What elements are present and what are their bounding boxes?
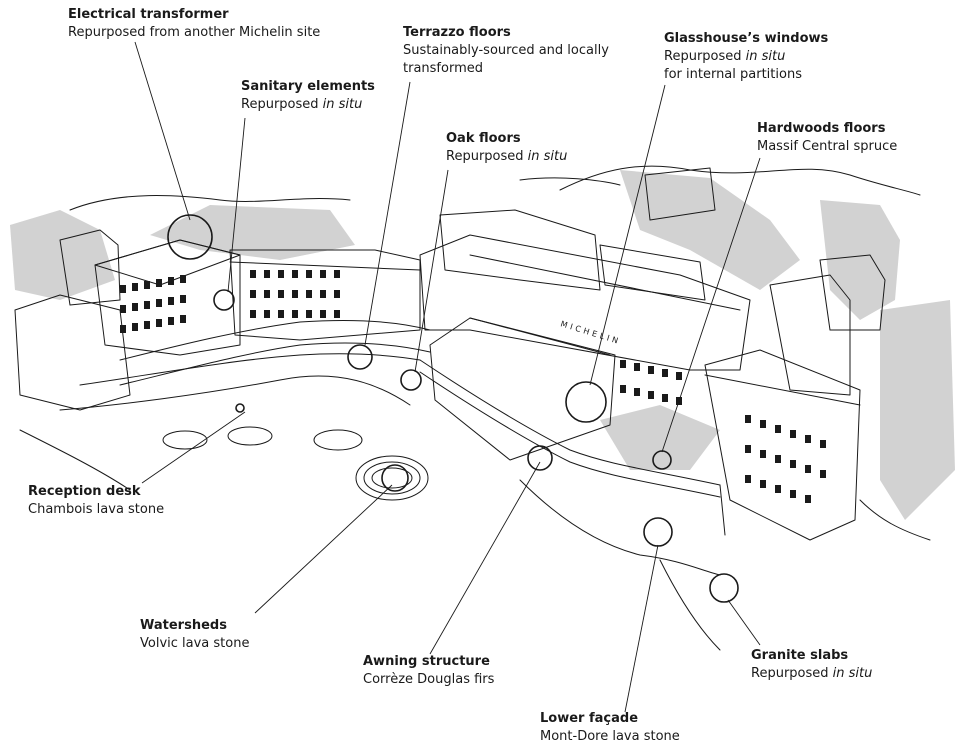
arcade (119, 319, 431, 361)
callout-circle-sanitary-elements (213, 289, 235, 311)
plaza-pool (363, 461, 421, 495)
ground-edge (19, 429, 131, 491)
label-description: Corrèze Douglas firs (363, 672, 495, 687)
label-title: Granite slabs (751, 648, 849, 663)
right-block (704, 349, 861, 541)
label-description: Sustainably-sourced and locally (403, 43, 609, 58)
label-watersheds: Watersheds Volvic lava stone (140, 617, 249, 653)
label-description: Repurposed from another Michelin site (68, 25, 321, 40)
label-title: Glasshouse’s windows (664, 31, 829, 46)
left-building (14, 294, 131, 411)
callout-circle-glasshouse-windows (565, 381, 607, 423)
rooftop-block (644, 167, 716, 221)
label-title: Electrical transformer (68, 7, 229, 22)
shaded-areas (10, 170, 955, 520)
label-title: Hardwoods floors (757, 121, 886, 136)
callout-circle-watersheds (381, 464, 409, 492)
plaza-pool (227, 426, 273, 446)
rooftop-block (599, 244, 706, 301)
roof-line (704, 374, 861, 406)
right-tower (769, 274, 851, 396)
label-granite-slabs: Granite slabs Repurposed in situ (751, 647, 872, 683)
roof-line (229, 261, 421, 271)
leader-line (364, 81, 411, 346)
label-terrazzo-floors: Terrazzo floors Sustainably-sourced and … (403, 24, 609, 78)
leader-line (661, 157, 761, 453)
plaza-pool (313, 429, 363, 451)
label-awning-structure: Awning structure Corrèze Douglas firs (363, 653, 494, 689)
leader-line (429, 461, 541, 655)
awning (719, 484, 726, 536)
leader-line (254, 484, 393, 614)
label-sanitary-elements: Sanitary elements Repurposed in situ (241, 78, 375, 114)
label-lower-facade: Lower façade Mont-Dore lava stone (540, 710, 680, 746)
left-wing (94, 239, 241, 356)
arcade (119, 342, 431, 386)
label-description: Volvic lava stone (140, 636, 250, 651)
main-building (419, 234, 751, 371)
callout-circle-lower-facade (643, 517, 673, 547)
ground-edge (659, 559, 721, 651)
label-title: Awning structure (363, 654, 490, 669)
label-title: Terrazzo floors (403, 25, 511, 40)
left-wing-roof (94, 239, 241, 286)
background-hill (559, 165, 921, 196)
callout-circle-reception-desk (235, 403, 245, 413)
callout-circles (167, 214, 739, 603)
background-hill (69, 195, 351, 211)
leader-line (141, 411, 246, 484)
leader-lines (134, 41, 761, 713)
label-description: Chambois lava stone (28, 502, 165, 517)
label-description: transformed (403, 61, 483, 76)
label-title: Oak floors (446, 131, 521, 146)
label-title: Sanitary elements (241, 79, 375, 94)
label-electrical-transformer: Electrical transformer Repurposed from a… (68, 6, 320, 42)
callout-circle-terrazzo-floors (347, 344, 373, 370)
label-oak-floors: Oak floors Repurposed in situ (446, 130, 567, 166)
plaza-pool (355, 455, 429, 501)
rooftop-block (439, 209, 601, 291)
callout-circle-hardwoods-floors (652, 450, 672, 470)
label-description: Repurposed in situ (664, 49, 786, 64)
windows (120, 270, 826, 503)
plaza-pool (162, 430, 208, 450)
glasshouse-ridge (469, 317, 611, 356)
callout-circle-electrical-transformer (167, 214, 213, 260)
label-description: Mont-Dore lava stone (540, 729, 680, 744)
awning (419, 371, 721, 498)
label-description: Repurposed in situ (446, 149, 568, 164)
label-description: for internal partitions (664, 67, 802, 82)
leader-line (134, 41, 191, 221)
label-description: Repurposed in situ (751, 666, 873, 681)
label-hardwoods-floors: Hardwoods floors Massif Central spruce (757, 120, 897, 156)
central-block (229, 249, 421, 341)
ground-edge (859, 499, 931, 541)
label-title: Reception desk (28, 484, 141, 499)
arcade (79, 353, 421, 386)
ground-edge (519, 479, 721, 576)
label-reception-desk: Reception desk Chambois lava stone (28, 483, 164, 519)
label-description: Repurposed in situ (241, 97, 363, 112)
leader-line (227, 117, 246, 293)
label-description: Massif Central spruce (757, 139, 898, 154)
background-hill (519, 177, 621, 186)
leader-line (414, 169, 449, 373)
label-title: Watersheds (140, 618, 227, 633)
leader-line (589, 84, 666, 386)
leader-line (624, 544, 659, 713)
right-tower (819, 254, 886, 331)
label-glasshouse-windows: Glasshouse’s windows Repurposed in situ … (664, 30, 828, 84)
label-title: Lower façade (540, 711, 639, 726)
leader-line (727, 599, 761, 646)
callout-circle-granite-slabs (709, 573, 739, 603)
callout-circle-awning-structure (527, 445, 553, 471)
plaza-edge (59, 375, 411, 411)
awning (419, 359, 721, 486)
callout-circle-oak-floors (400, 369, 422, 391)
plaza-pool (371, 467, 413, 489)
building-sign: MICHELIN (559, 319, 622, 346)
